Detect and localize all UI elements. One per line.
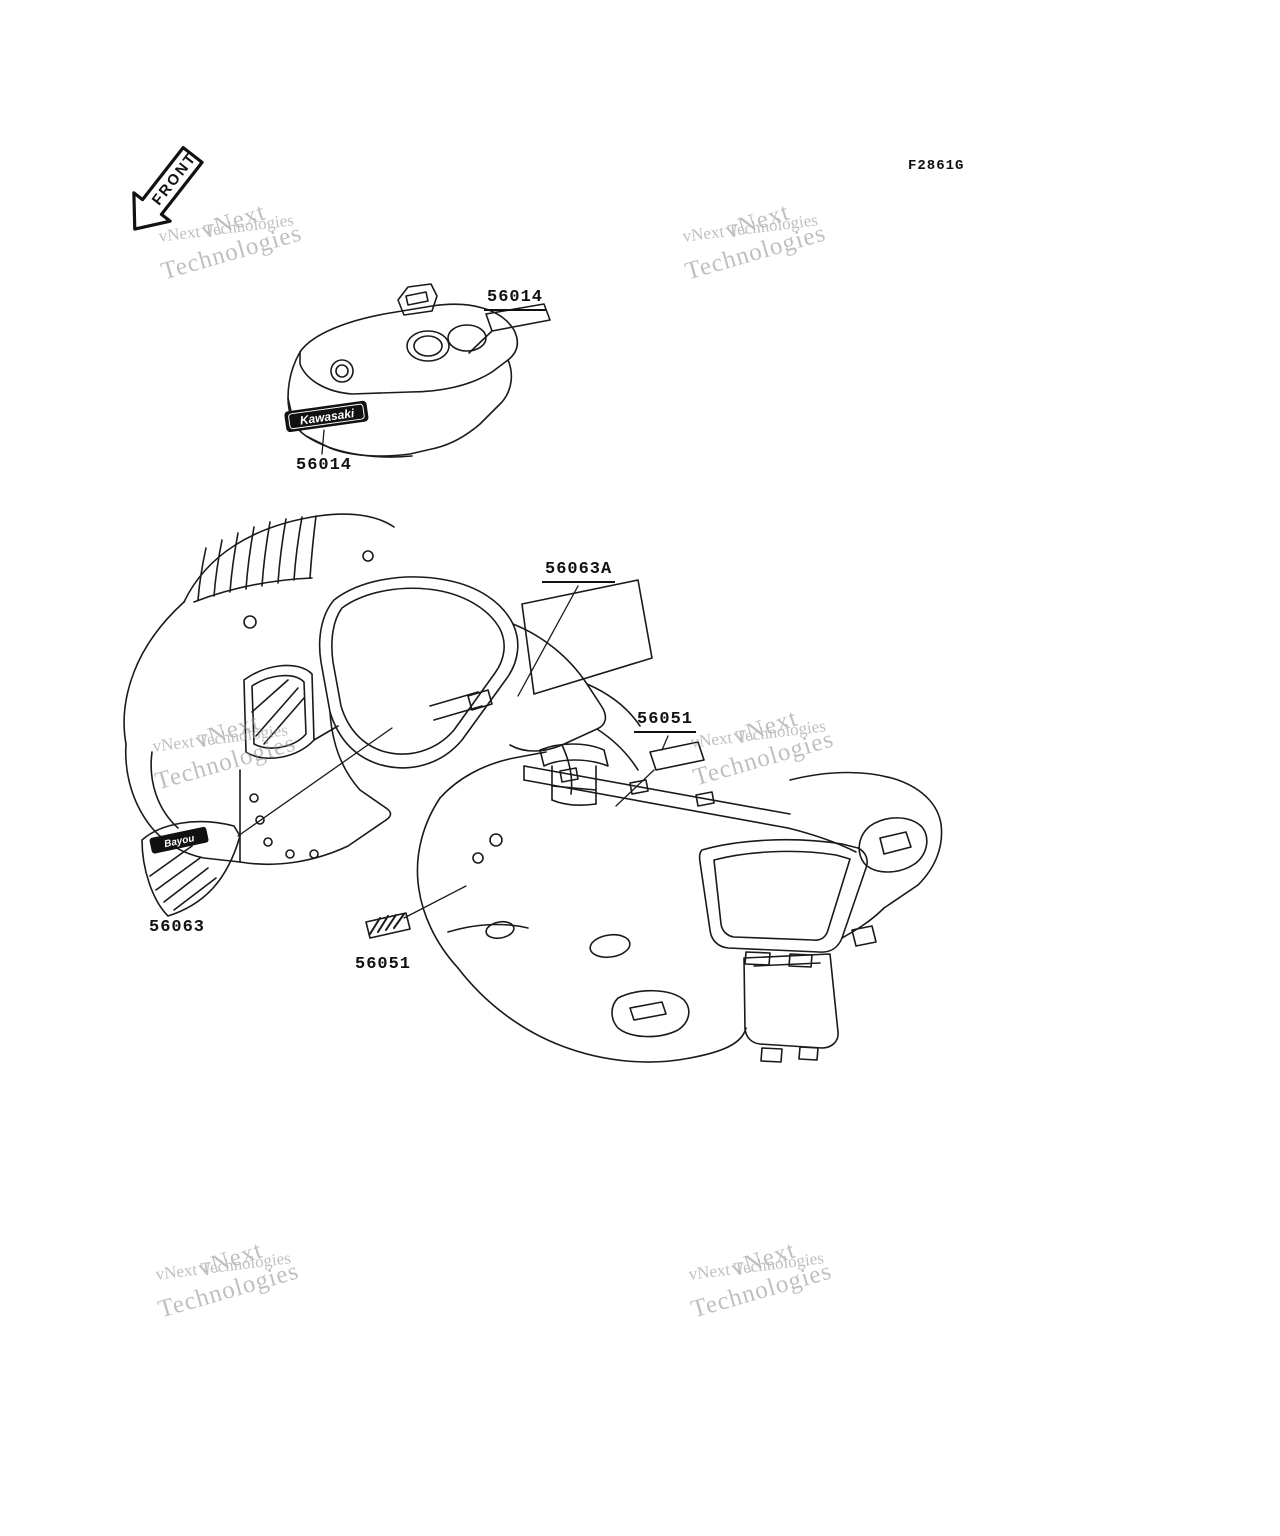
front-arrow: FRONT	[132, 146, 204, 231]
front-cover-drawing	[287, 283, 519, 458]
leader-56063	[237, 727, 393, 837]
leader-lines	[237, 429, 669, 919]
decal-56051-mid	[649, 741, 705, 771]
decal-strip-56014	[468, 303, 551, 354]
leader-56014-side	[321, 429, 325, 455]
figure-code: F2861G	[908, 158, 965, 174]
decal-56051-low	[365, 912, 411, 939]
kawasaki-decal: Kawasaki	[284, 400, 369, 433]
decal-56063a	[521, 579, 653, 695]
part-label-56051-low: 56051	[355, 955, 412, 974]
part-label-56063a: 56063A	[542, 560, 616, 583]
leader-56051-low	[403, 885, 467, 919]
front-arrow-shape	[132, 146, 204, 231]
front-fender-drawing	[123, 513, 641, 866]
part-label-56014-side: 56014	[296, 456, 353, 475]
part-label-56014-top: 56014	[484, 288, 547, 311]
rear-fender-drawing	[416, 743, 943, 1063]
leader-56051-mid	[615, 735, 669, 807]
decal-56063: Bayou	[141, 820, 241, 917]
part-label-56063: 56063	[149, 918, 206, 937]
bayou-decal: Bayou	[149, 826, 209, 854]
leader-56063a	[517, 585, 579, 697]
part-label-56051-mid: 56051	[634, 710, 697, 733]
